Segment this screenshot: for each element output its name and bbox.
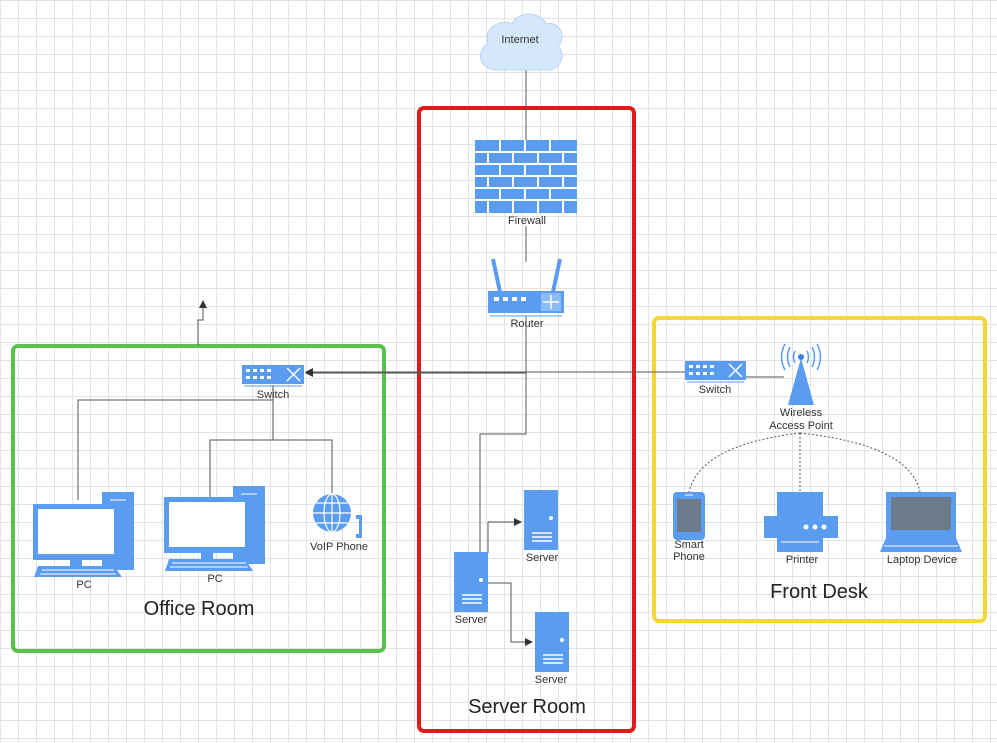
link-switch-pc2 <box>209 400 274 497</box>
wap-label-line1: Wireless <box>780 407 823 419</box>
phone-label-line2: Phone <box>673 551 705 563</box>
link-wap-phone <box>688 432 801 493</box>
wap-label-line2: Access Point <box>769 420 833 432</box>
phone-label-line1: Smart <box>674 539 703 551</box>
switch-icon[interactable] <box>242 365 304 387</box>
link-server-server-bottom <box>488 582 533 646</box>
front-desk-title: Front Desk <box>770 581 869 603</box>
smartphone-icon[interactable] <box>673 492 705 540</box>
link-wap-laptop <box>799 432 921 493</box>
internet-label: Internet <box>501 34 538 46</box>
link-switch-pc1 <box>77 385 274 500</box>
link-router-server <box>479 373 527 552</box>
wireless-access-point-icon[interactable] <box>780 343 822 405</box>
front-desk-zone <box>652 316 987 623</box>
desktop-pc-icon[interactable] <box>164 486 265 571</box>
desktop-pc-icon[interactable] <box>33 492 134 577</box>
router-label: Router <box>510 318 543 330</box>
printer-label: Printer <box>786 554 819 566</box>
server-room-title: Server Room <box>468 696 586 718</box>
server-main-label: Server <box>455 614 488 626</box>
office-room-title: Office Room <box>144 598 255 620</box>
cloud-icon[interactable] <box>480 13 563 71</box>
link-switch-voip <box>273 439 333 493</box>
server-icon[interactable] <box>524 490 558 550</box>
pc1-label: PC <box>76 579 91 591</box>
office-room-zone <box>11 344 386 653</box>
pc2-label: PC <box>207 573 222 585</box>
server-icon[interactable] <box>454 552 488 612</box>
voip-label: VoIP Phone <box>310 541 368 553</box>
laptop-label: Laptop Device <box>887 554 957 566</box>
front-switch-label: Switch <box>699 384 731 396</box>
printer-icon[interactable] <box>764 492 838 552</box>
link-server-server-top <box>487 518 522 553</box>
laptop-icon[interactable] <box>880 492 962 552</box>
server-top-label: Server <box>526 552 559 564</box>
office-switch-label: Switch <box>257 389 289 401</box>
voip-phone-icon[interactable] <box>313 493 362 538</box>
server-bottom-label: Server <box>535 674 568 686</box>
firewall-label: Firewall <box>508 215 546 227</box>
firewall-icon[interactable] <box>475 140 577 213</box>
server-icon[interactable] <box>535 612 569 672</box>
router-icon[interactable] <box>488 258 564 317</box>
link-office-uplink <box>197 300 207 345</box>
switch-icon[interactable] <box>685 361 746 383</box>
